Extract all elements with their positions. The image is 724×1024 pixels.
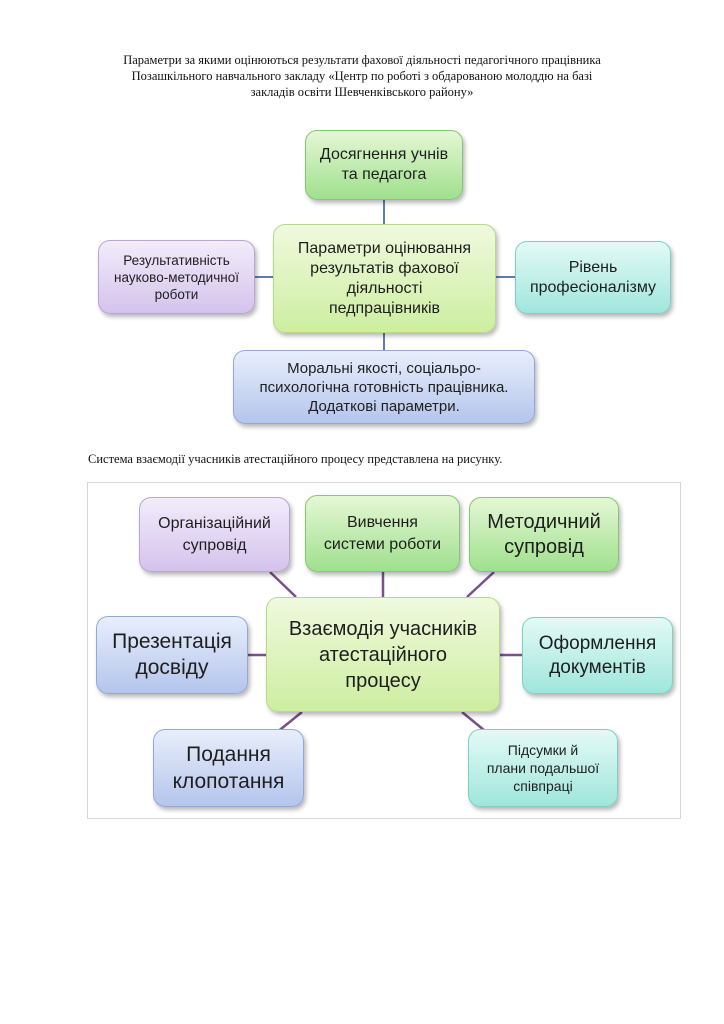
diagram2-frame: [87, 482, 681, 819]
heading-line-1: Параметри за якими оцінюються результати…: [123, 53, 601, 67]
node-moral-qualities: Моральні якості, соціальро-психологічна …: [233, 350, 535, 424]
heading-line-2: Позашкільного навчального закладу «Центр…: [131, 69, 593, 83]
figure-caption: Система взаємодії учасників атестаційног…: [88, 452, 503, 466]
page-heading: Параметри за якими оцінюються результати…: [60, 52, 664, 100]
heading-line-3: закладів освіти Шевченківського району»: [250, 85, 474, 99]
connector-top-left: [269, 571, 297, 598]
connector-top-right: [466, 571, 495, 598]
diagram1-connectors: [255, 200, 515, 350]
